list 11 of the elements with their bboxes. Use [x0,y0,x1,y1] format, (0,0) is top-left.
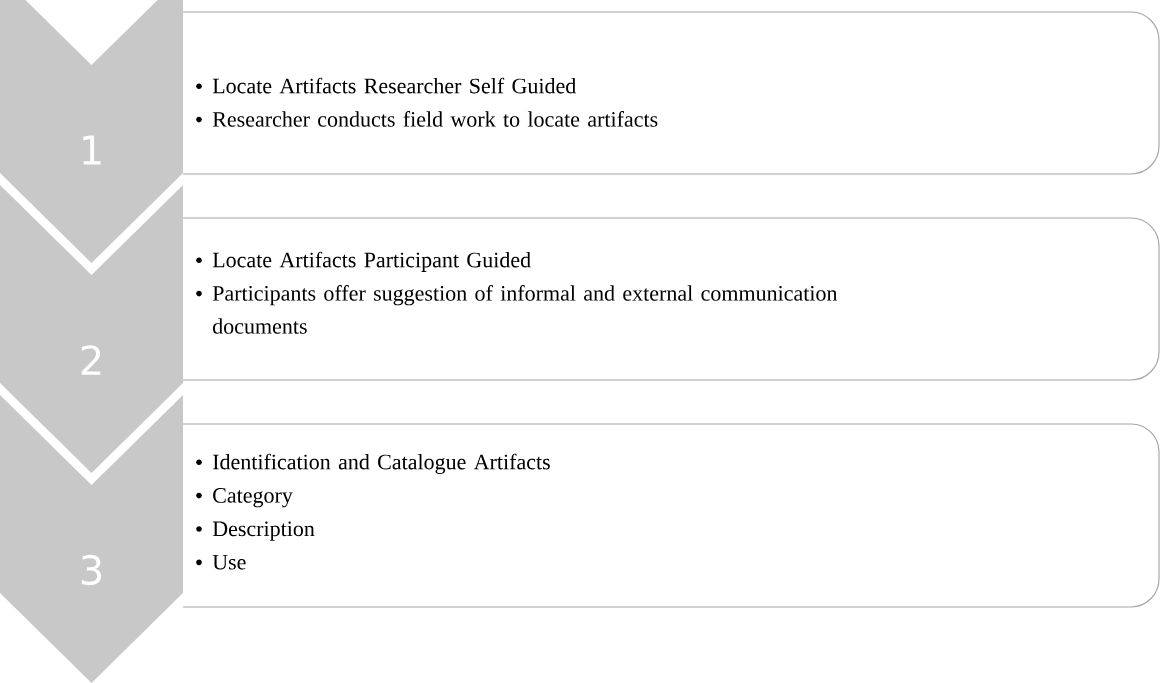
step-box [182,217,1160,381]
bullet-item: Researcher conducts field work to locate artifacts [196,111,658,127]
bullet-item: Description [196,521,315,541]
bullet-item: Category [196,488,293,508]
bullet-item: Locate Artifacts Researcher Self Guided [196,77,577,94]
step-box [182,11,1160,175]
bullet-item: Use [196,555,246,570]
bullet-item: Locate Artifacts Participant Guided [196,251,531,272]
bullet-item: Identification and Catalogue Artifacts [196,453,550,474]
step-box [182,423,1160,608]
bullet-item: Participants offer suggestion of informal and external communication documents [196,285,838,334]
